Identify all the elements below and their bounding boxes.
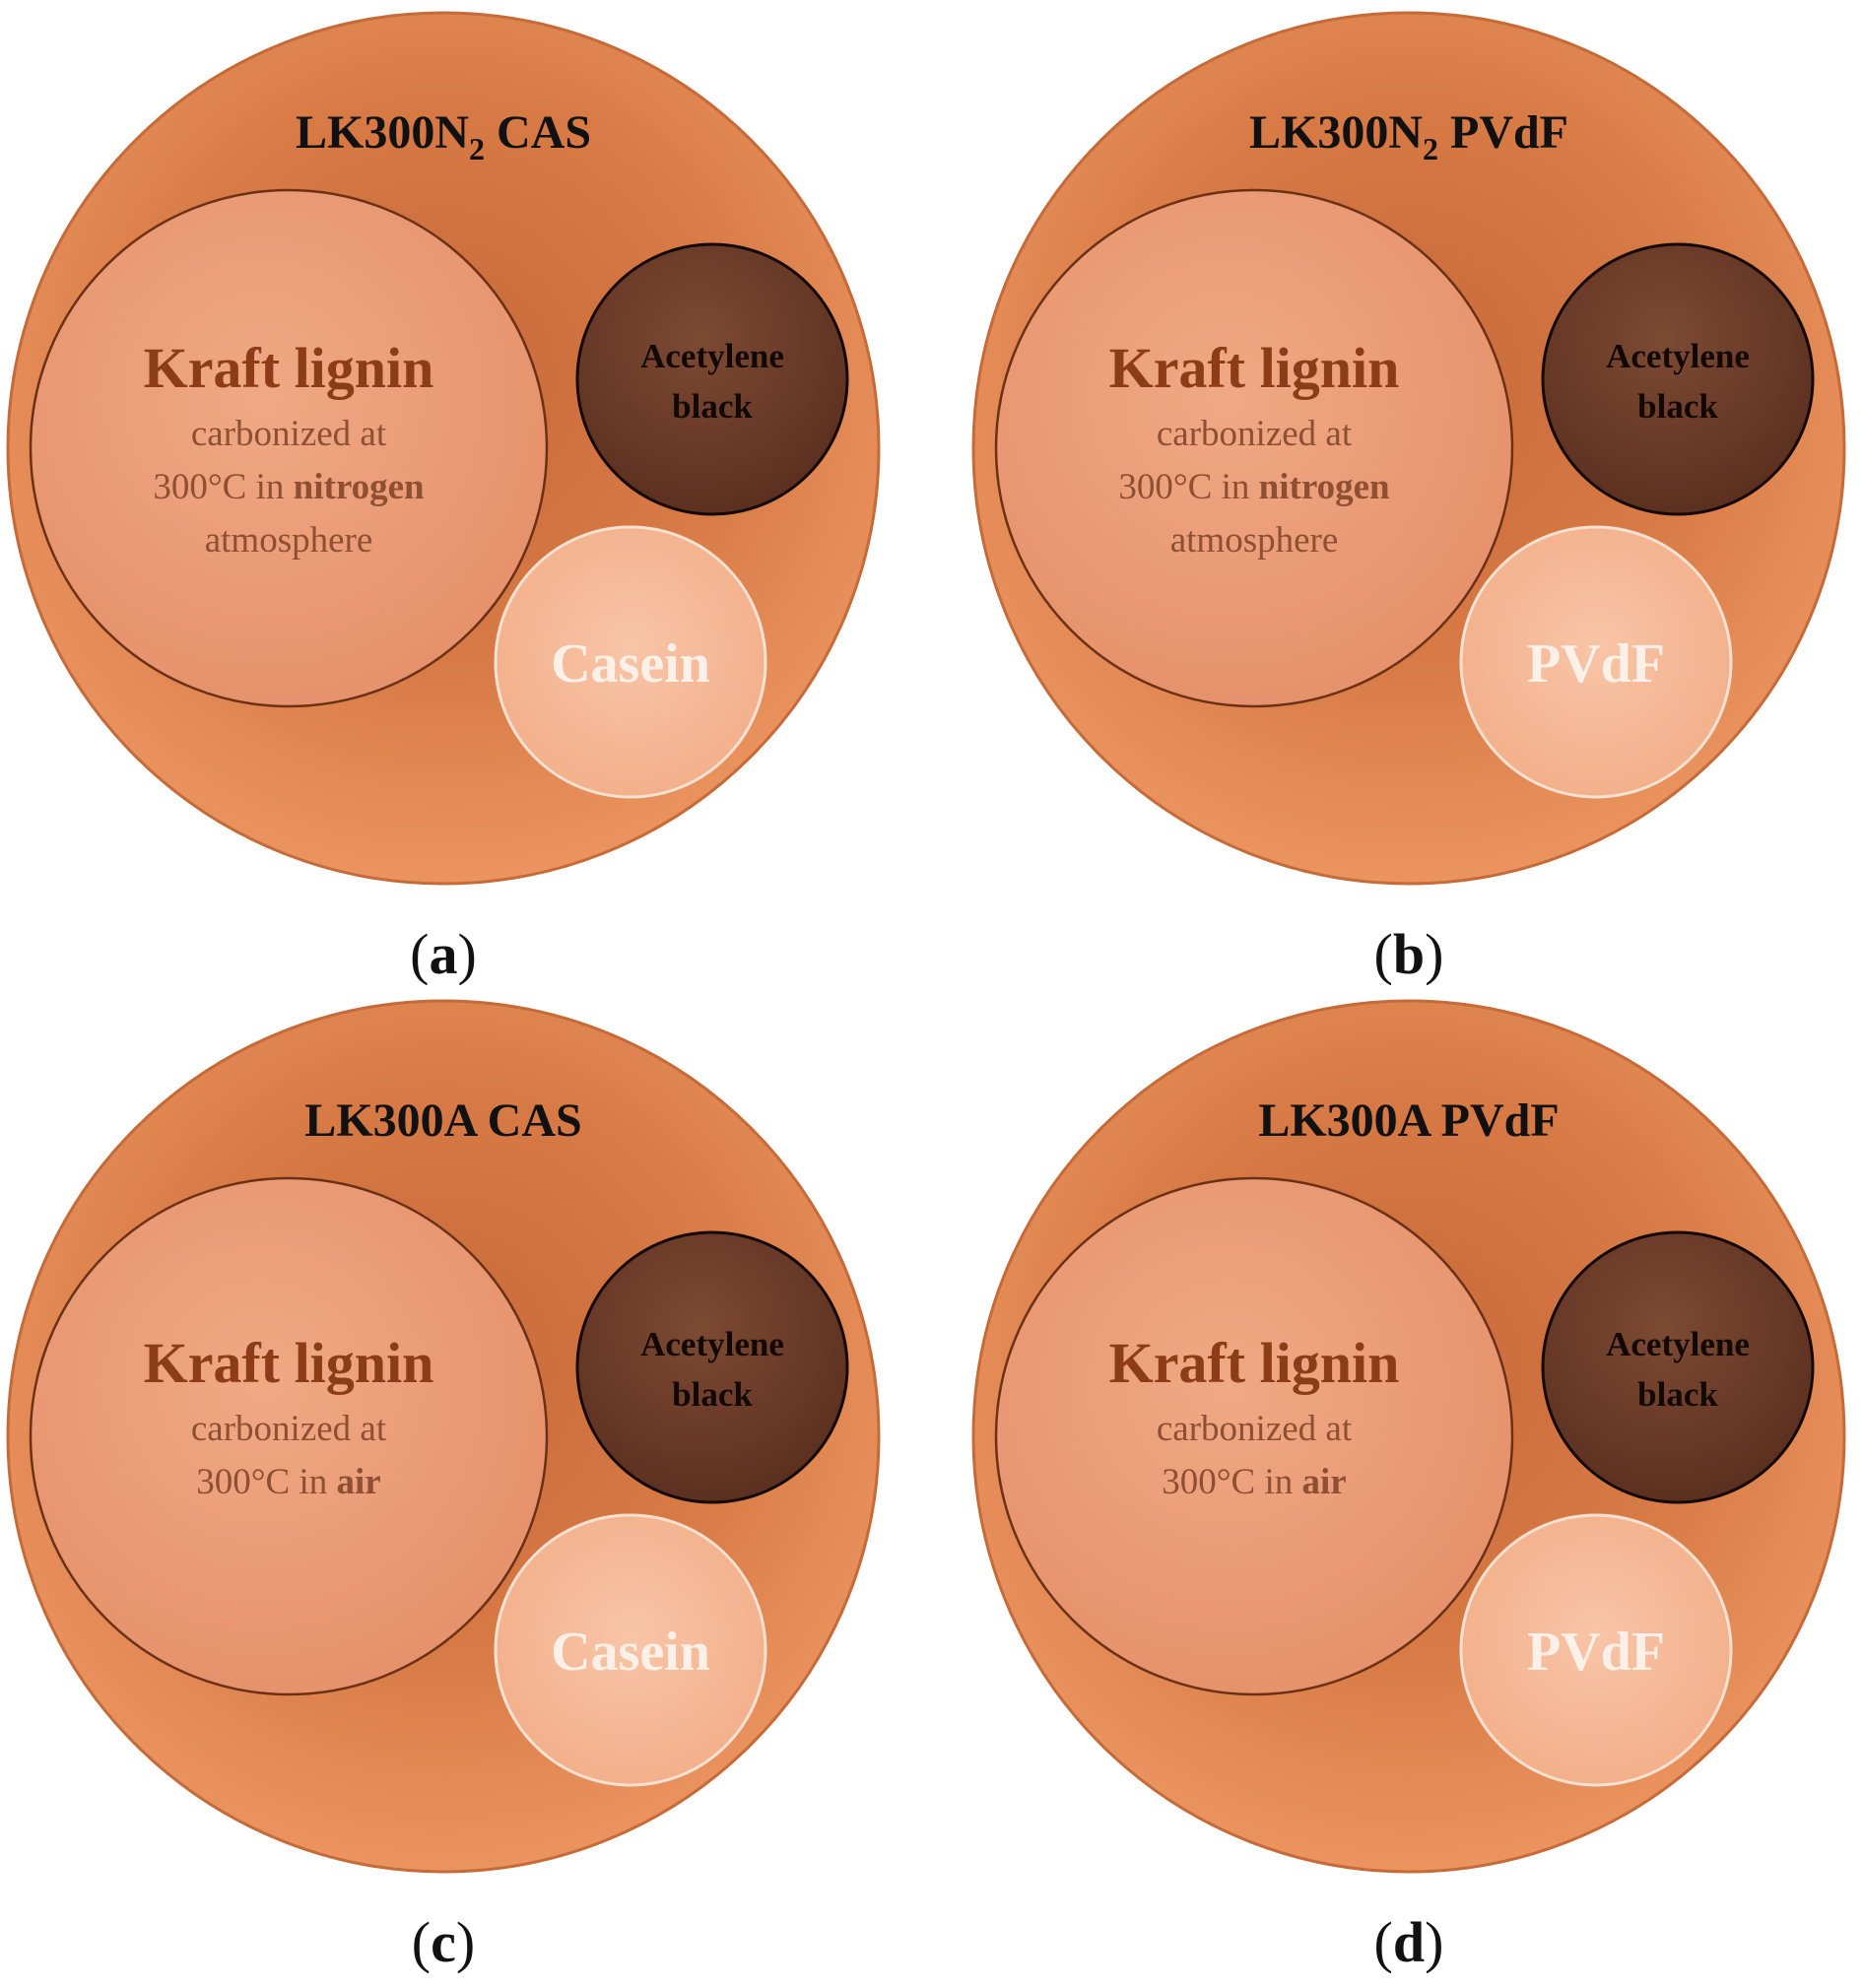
panel-a: LK300N2 CAS Kraft lignin carbonized at 3… bbox=[0, 0, 887, 985]
kraft-lignin-line1: carbonized at bbox=[191, 414, 387, 454]
kraft-lignin-line3: atmosphere bbox=[205, 520, 373, 561]
panel-title: LK300N2 CAS bbox=[296, 106, 591, 166]
binder-circle bbox=[1459, 525, 1733, 799]
binder-circle bbox=[1459, 1513, 1733, 1787]
kraft-lignin-circle bbox=[994, 1176, 1514, 1696]
acetylene-black-line1: Acetylene bbox=[1606, 337, 1750, 375]
acetylene-black-line1: Acetylene bbox=[640, 1325, 784, 1363]
panel-caption: (d) bbox=[1374, 1910, 1444, 1973]
kraft-lignin-circle bbox=[29, 1176, 549, 1696]
panel-c-diagram: LK300A CAS Kraft lignin carbonized at 30… bbox=[6, 999, 881, 1973]
acetylene-black-line2: black bbox=[1637, 1375, 1718, 1414]
kraft-lignin-title: Kraft lignin bbox=[144, 336, 434, 400]
kraft-lignin-line2: 300°C in nitrogen bbox=[153, 467, 425, 507]
kraft-lignin-line2: 300°C in air bbox=[196, 1462, 380, 1502]
panel-d-diagram: LK300A PVdF Kraft lignin carbonized at 3… bbox=[971, 999, 1846, 1973]
acetylene-black-line1: Acetylene bbox=[1606, 1325, 1750, 1363]
binder-label: Casein bbox=[551, 1622, 710, 1683]
panel-caption: (a) bbox=[410, 922, 477, 985]
panel-b-diagram: LK300N2 PVdF Kraft lignin carbonized at … bbox=[971, 11, 1846, 985]
acetylene-black-line2: black bbox=[672, 387, 753, 426]
acetylene-black-line1: Acetylene bbox=[640, 337, 784, 375]
panel-a-diagram: LK300N2 CAS Kraft lignin carbonized at 3… bbox=[6, 11, 881, 985]
binder-label: Casein bbox=[551, 633, 710, 695]
panel-b: LK300N2 PVdF Kraft lignin carbonized at … bbox=[965, 0, 1852, 985]
binder-circle bbox=[494, 1513, 767, 1787]
kraft-lignin-title: Kraft lignin bbox=[144, 1331, 434, 1395]
panel-title: LK300A CAS bbox=[304, 1094, 581, 1147]
binder-label: PVdF bbox=[1527, 1622, 1665, 1683]
binder-circle bbox=[494, 525, 767, 799]
acetylene-black-line2: black bbox=[672, 1375, 753, 1414]
kraft-lignin-line2: 300°C in air bbox=[1162, 1462, 1346, 1502]
panel-title: LK300N2 PVdF bbox=[1249, 106, 1568, 166]
panel-caption: (b) bbox=[1374, 922, 1444, 985]
binder-label: PVdF bbox=[1527, 633, 1665, 695]
acetylene-black-circle bbox=[1541, 242, 1815, 516]
panel-caption: (c) bbox=[412, 1910, 475, 1973]
acetylene-black-circle bbox=[1541, 1230, 1815, 1504]
acetylene-black-circle bbox=[575, 242, 849, 516]
kraft-lignin-circle bbox=[29, 188, 549, 708]
kraft-lignin-line2: 300°C in nitrogen bbox=[1118, 467, 1390, 507]
kraft-lignin-title: Kraft lignin bbox=[1109, 336, 1400, 400]
kraft-lignin-line3: atmosphere bbox=[1170, 520, 1339, 561]
kraft-lignin-line1: carbonized at bbox=[1157, 414, 1353, 454]
panel-d: LK300A PVdF Kraft lignin carbonized at 3… bbox=[965, 988, 1852, 1973]
panel-c: LK300A CAS Kraft lignin carbonized at 30… bbox=[0, 988, 887, 1973]
kraft-lignin-circle bbox=[994, 188, 1514, 708]
panel-title: LK300A PVdF bbox=[1258, 1094, 1559, 1147]
kraft-lignin-line1: carbonized at bbox=[191, 1409, 387, 1449]
kraft-lignin-line1: carbonized at bbox=[1157, 1409, 1353, 1449]
acetylene-black-line2: black bbox=[1637, 387, 1718, 426]
kraft-lignin-title: Kraft lignin bbox=[1109, 1331, 1400, 1395]
acetylene-black-circle bbox=[575, 1230, 849, 1504]
